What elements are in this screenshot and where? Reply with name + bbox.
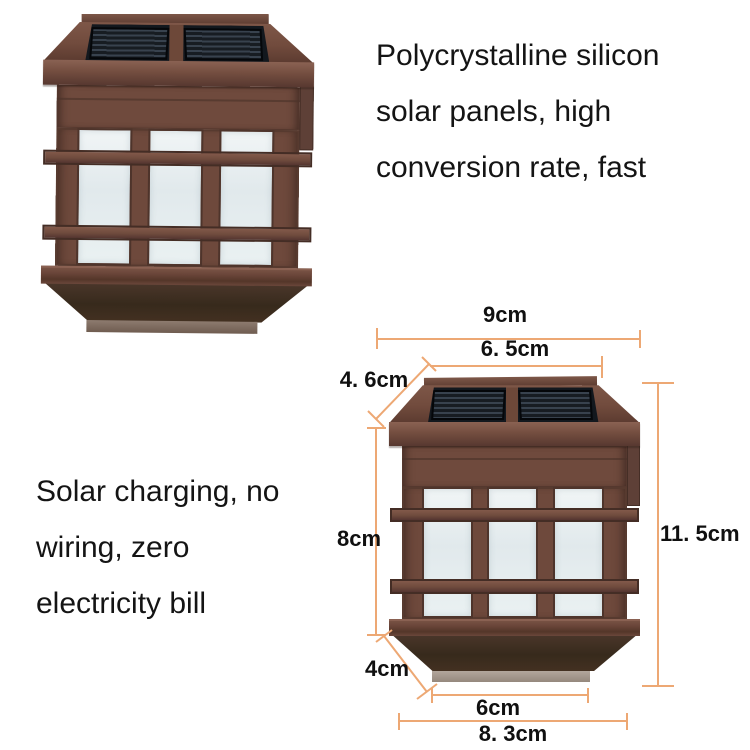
dim-label-solar-panel-width: 6. 5cm: [480, 336, 550, 361]
lamp-upper-body: [401, 445, 628, 488]
lamp-photo-main: [40, 12, 314, 336]
lamp-photo-dimensions: [389, 375, 640, 683]
dim-label-total-height: 11. 5cm: [660, 521, 740, 546]
feature-text-solar-panel: Polycrystalline silicon solar panels, hi…: [376, 28, 659, 196]
lamp-bottom-lip: [389, 618, 640, 636]
lamp-body: [54, 127, 300, 268]
feature-line: solar panels, high: [376, 95, 612, 128]
dim-label-roof-slant-depth: 4. 6cm: [339, 367, 409, 392]
feature-line: electricity bill: [36, 587, 207, 620]
dim-label-skirt-slant-height: 4cm: [364, 656, 410, 681]
lamp-base: [86, 320, 258, 334]
lamp-eave: [42, 60, 315, 88]
feature-line: Polycrystalline silicon: [376, 39, 660, 72]
solar-cell-left: [431, 389, 506, 421]
feature-line: wiring, zero: [36, 531, 190, 564]
lamp-bottom-lip: [40, 265, 313, 287]
solar-panel-divider: [169, 25, 183, 63]
dim-label-top-width: 9cm: [482, 302, 528, 327]
solar-cell-left: [89, 27, 170, 60]
solar-panel: [427, 387, 599, 424]
lamp-body: [401, 486, 628, 619]
lamp-base: [431, 671, 590, 683]
lamp-cross-bar-lower: [42, 224, 312, 242]
solar-cell-right: [518, 389, 593, 421]
feature-text-solar-charging: Solar charging, no wiring, zero electric…: [36, 464, 280, 632]
lamp-roof: [43, 21, 314, 64]
lamp-upper-body: [56, 84, 301, 131]
lamp-skirt: [45, 283, 308, 323]
solar-panel: [85, 24, 270, 63]
feature-line: Solar charging, no: [36, 475, 280, 508]
lamp-cross-bar-upper: [390, 507, 639, 523]
wall-mount-plate: [627, 445, 640, 507]
solar-cell-right: [183, 28, 263, 61]
solar-panel-divider: [505, 387, 519, 424]
lamp-skirt: [392, 635, 637, 672]
lamp-roof: [389, 385, 640, 424]
dim-label-base-width: 6cm: [475, 695, 521, 720]
dim-label-body-height: 8cm: [336, 526, 382, 551]
feature-line: conversion rate, fast: [376, 151, 647, 184]
lamp-cross-bar-upper: [43, 149, 312, 168]
lamp-eave: [389, 422, 640, 446]
wall-mount-plate: [299, 86, 314, 151]
dim-label-overall-bottom-width: 8. 3cm: [478, 721, 548, 746]
lamp-cross-bar-lower: [390, 579, 639, 594]
